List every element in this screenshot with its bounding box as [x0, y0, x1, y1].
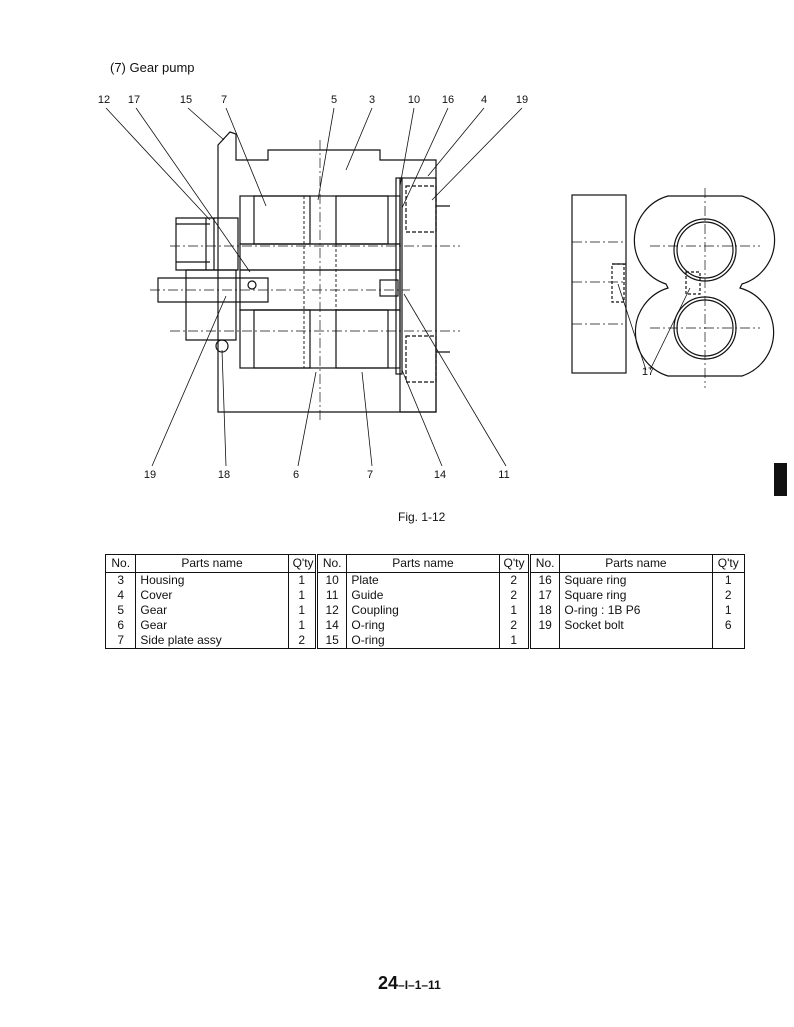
header-no: No.: [315, 554, 348, 573]
part-name: Gear: [135, 618, 289, 633]
part-qty: 2: [498, 618, 531, 633]
table-row: 3 Housing 1 10 Plate 2 16 Square ring 1: [104, 572, 745, 588]
table-row: 7 Side plate assy 2 15 O-ring 1: [104, 633, 745, 649]
part-name: Side plate assy: [135, 633, 289, 649]
part-name: Plate: [346, 572, 500, 588]
part-name: Cover: [135, 588, 289, 603]
header-no: No.: [104, 554, 137, 573]
part-no: 10: [315, 572, 348, 588]
part-qty: 1: [498, 603, 531, 618]
part-no: 16: [528, 572, 561, 588]
coupling: [185, 269, 237, 341]
part-qty: 2: [287, 633, 318, 649]
part-no: 4: [104, 588, 137, 603]
part-name: [559, 633, 713, 649]
callout-number: 3: [368, 94, 376, 106]
part-qty: [711, 633, 745, 649]
callout-number: 5: [330, 94, 338, 106]
cover: [399, 177, 437, 413]
part-no: 15: [315, 633, 348, 649]
part-qty: 1: [498, 633, 531, 649]
part-no: 19: [528, 618, 561, 633]
housing-outline: [217, 131, 437, 413]
part-name: O-ring: [346, 633, 500, 649]
part-name: Square ring: [559, 572, 713, 588]
part-qty: 6: [711, 618, 745, 633]
table-row: 5 Gear 1 12 Coupling 1 18 O-ring : 1B P6…: [104, 603, 745, 618]
header-qty: Q'ty: [287, 554, 318, 573]
page-number: 24–I–1–11: [378, 973, 441, 994]
part-no: 12: [315, 603, 348, 618]
callout-number: 6: [292, 469, 300, 481]
part-no: 5: [104, 603, 137, 618]
header-parts-name: Parts name: [346, 554, 500, 573]
callout-number: 19: [515, 94, 529, 106]
callout-number: 10: [407, 94, 421, 106]
part-name: Gear: [135, 603, 289, 618]
callout-number: 4: [480, 94, 488, 106]
callout-number: 14: [433, 469, 447, 481]
part-name: Square ring: [559, 588, 713, 603]
part-no: 6: [104, 618, 137, 633]
side-view: [571, 194, 627, 374]
header-qty: Q'ty: [498, 554, 531, 573]
page-number-sub: –I–1–11: [398, 978, 441, 992]
callout-number: 18: [217, 469, 231, 481]
callout-number: 12: [97, 94, 111, 106]
section-tab-marker: [774, 463, 787, 496]
part-qty: 1: [287, 618, 318, 633]
callout-number: 17: [127, 94, 141, 106]
part-qty: 1: [287, 588, 318, 603]
callout-number: 7: [366, 469, 374, 481]
header-parts-name: Parts name: [559, 554, 713, 573]
part-name: O-ring: [346, 618, 500, 633]
part-qty: 1: [711, 572, 745, 588]
table-row: 6 Gear 1 14 O-ring 2 19 Socket bolt 6: [104, 618, 745, 633]
part-qty: 1: [287, 603, 318, 618]
part-no: 7: [104, 633, 137, 649]
callout-number: 17: [641, 366, 655, 378]
part-name: Guide: [346, 588, 500, 603]
part-no: 11: [315, 588, 348, 603]
part-no: 14: [315, 618, 348, 633]
section-title: (7) Gear pump: [110, 60, 195, 75]
parts-list-table: No. Parts name Q'ty No. Parts name Q'ty …: [104, 554, 745, 649]
header-no: No.: [528, 554, 561, 573]
mounting-flange: [175, 217, 239, 271]
part-no: 3: [104, 572, 137, 588]
part-name: Coupling: [346, 603, 500, 618]
figure-caption: Fig. 1-12: [398, 510, 446, 524]
part-name: O-ring : 1B P6: [559, 603, 713, 618]
part-qty: 2: [711, 588, 745, 603]
callout-number: 15: [179, 94, 193, 106]
callout-number: 19: [143, 469, 157, 481]
part-qty: 2: [498, 588, 531, 603]
callout-number: 11: [498, 469, 510, 481]
part-qty: 1: [711, 603, 745, 618]
part-name: Socket bolt: [559, 618, 713, 633]
part-no: [528, 633, 561, 649]
part-name: Housing: [135, 572, 289, 588]
header-parts-name: Parts name: [135, 554, 289, 573]
header-qty: Q'ty: [711, 554, 745, 573]
part-no: 18: [528, 603, 561, 618]
callout-number: 16: [441, 94, 455, 106]
part-qty: 1: [287, 572, 318, 588]
table-header-row: No. Parts name Q'ty No. Parts name Q'ty …: [104, 554, 745, 573]
shaft: [157, 277, 269, 303]
gear-pump-cross-section: [105, 107, 776, 467]
part-no: 17: [528, 588, 561, 603]
callout-number: 7: [220, 94, 228, 106]
page-number-main: 24: [378, 973, 399, 993]
part-qty: 2: [498, 572, 531, 588]
gear-end-view: [633, 188, 776, 388]
table-row: 4 Cover 1 11 Guide 2 17 Square ring 2: [104, 588, 745, 603]
